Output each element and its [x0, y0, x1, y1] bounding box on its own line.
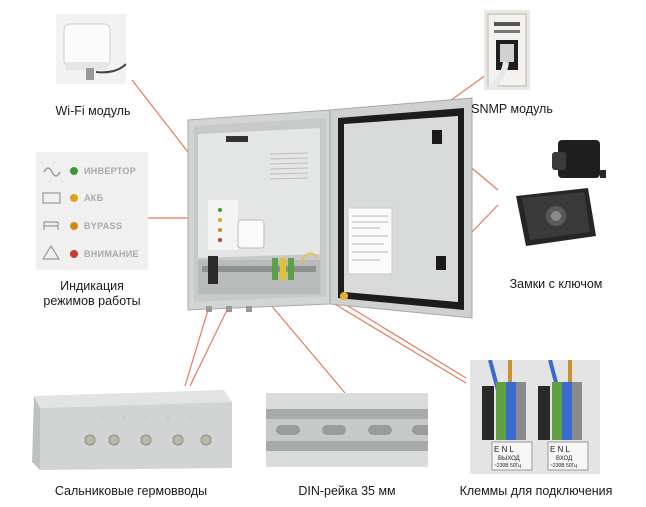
indicator-led-battery	[70, 194, 78, 202]
caption-din-rail: DIN-рейка 35 мм	[298, 484, 396, 498]
caption-cable-glands: Сальниковые гермовводы	[54, 484, 208, 498]
indicator-label-warning: ВНИМАНИЕ	[84, 249, 139, 259]
indicator-row-bypass: BYPASS	[43, 221, 122, 231]
caption-wifi-module: Wi-Fi модуль	[55, 104, 131, 118]
indicator-row-inverter: ИНВЕРТОР	[43, 166, 136, 177]
callout-line-gland-2	[189, 309, 228, 387]
terminals-photo: E N L ВЫХОД ~230В 50Гц E N L ВХОД ~230В …	[470, 359, 600, 474]
terminal-label-input-voltage: ~230В 50Гц	[550, 463, 577, 469]
callout-line-gland-1	[184, 309, 209, 387]
indicator-led-warning	[70, 250, 78, 258]
indicator-led-inverter	[70, 167, 78, 175]
wifi-module-photo	[56, 14, 127, 84]
indicator-led-bypass	[70, 222, 78, 230]
bypass-icon	[43, 221, 59, 230]
indicator-row-warning: ВНИМАНИЕ	[41, 244, 139, 260]
ups-cabinet-photo	[180, 96, 480, 320]
terminal-label-output: ВЫХОД	[498, 456, 520, 462]
caption-snmp-module: SNMP модуль	[471, 102, 553, 116]
caption-mode-indication-line1: Индикация	[60, 279, 124, 293]
sine-wave-icon	[43, 167, 61, 177]
snmp-module-photo	[484, 10, 530, 91]
terminal-label-output-voltage: ~230В 50Гц	[494, 463, 521, 469]
terminal-label-input: ВХОД	[556, 456, 572, 462]
caption-locks: Замки с ключом	[509, 277, 603, 291]
cable-glands-photo	[28, 384, 234, 474]
indicator-row-battery: АКБ	[42, 192, 104, 204]
indicator-label-battery: АКБ	[84, 193, 104, 203]
terminal-letters-left: E N L	[494, 445, 515, 454]
din-rail-photo	[266, 393, 436, 467]
warning-icon	[41, 244, 61, 260]
terminal-letters-right: E N L	[550, 445, 571, 454]
lock-photo	[500, 132, 622, 250]
indicator-label-bypass: BYPASS	[84, 221, 122, 231]
mode-indicator-panel: ИНВЕРТОР АКБ BYPASS ВНИМАНИЕ	[36, 152, 148, 270]
caption-mode-indication-line2: режимов работы	[43, 294, 141, 308]
battery-icon	[42, 192, 61, 204]
indicator-label-inverter: ИНВЕРТОР	[84, 166, 136, 176]
caption-terminals: Клеммы для подключения	[459, 484, 613, 498]
